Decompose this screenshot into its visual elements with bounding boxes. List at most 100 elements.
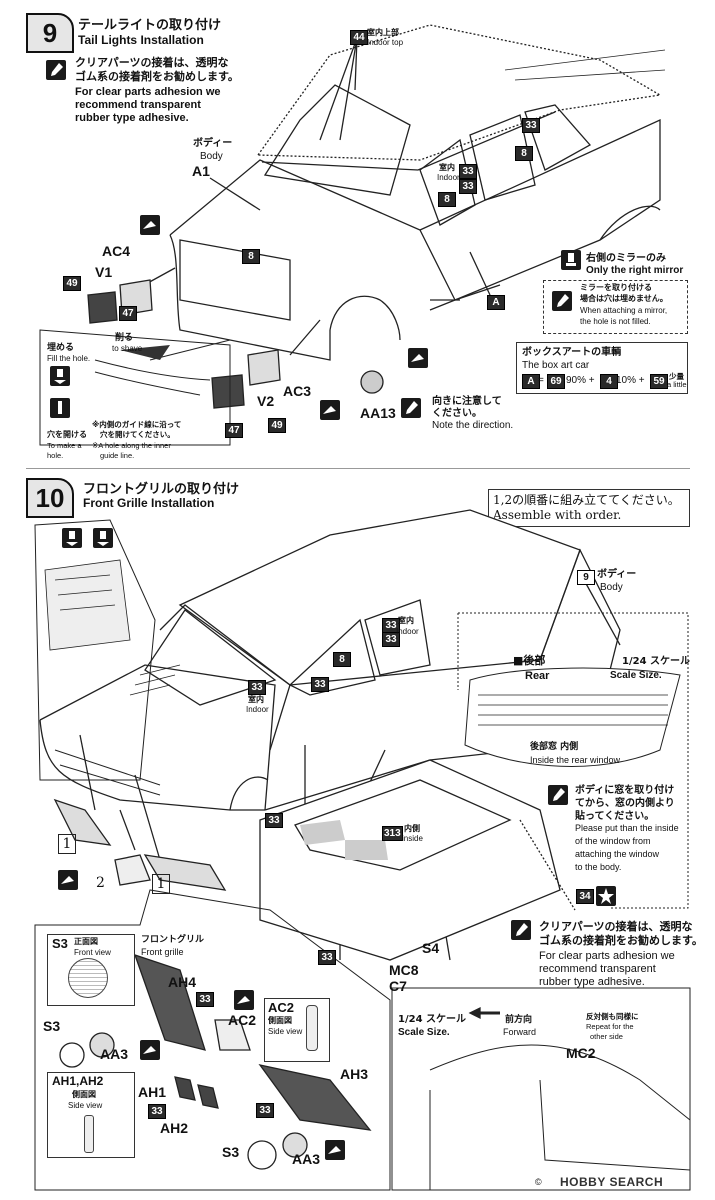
indoor-en-10a: Indoor xyxy=(396,627,419,636)
indoor-jp-10a: 室内 xyxy=(398,616,414,625)
part-49-tag-a: 49 xyxy=(63,276,81,291)
part-33-tag-a: 33 xyxy=(522,118,540,133)
glue-bottle-icon-10 xyxy=(58,870,78,890)
box-art-color-59: 59 xyxy=(650,374,668,389)
hole-en-2: hole. xyxy=(47,451,64,460)
ac2-view-jp: 側面図 xyxy=(268,1016,292,1025)
ah-side-view-box xyxy=(47,1072,135,1158)
fill-hole-en: Fill the hole. xyxy=(47,354,91,363)
mirror-note-jp-2: 場合は穴は埋めません。 xyxy=(580,294,668,303)
step-divider xyxy=(26,468,690,469)
mirror-note-box xyxy=(543,280,688,334)
repeat-en-1: Repeat for the xyxy=(586,1022,634,1031)
part-ah2-label: AH2 xyxy=(160,1120,189,1136)
drill-icon xyxy=(50,398,70,418)
star-icon xyxy=(596,886,616,906)
indoor-en-9: Indoor xyxy=(437,173,460,182)
ah-view-jp: 側面図 xyxy=(72,1090,96,1099)
shave-en: to shave xyxy=(112,344,143,353)
part-8-tag-a: 8 xyxy=(515,146,533,161)
scale2-jp: 1/24 スケール xyxy=(398,1014,467,1025)
part-ah1-label: AH1 xyxy=(138,1084,167,1100)
rear-window-en: Inside the rear window xyxy=(530,755,621,765)
right-mirror-jp: 右側のミラーのみ xyxy=(586,253,666,264)
order-note-box xyxy=(488,489,690,527)
window-note-en-3: attaching the window xyxy=(575,849,660,859)
part-8-10: 8 xyxy=(333,652,351,667)
box-art-little-jp: 少量 xyxy=(669,372,684,381)
shave-jp: 削る xyxy=(115,333,134,343)
order-1-box-a: 1 xyxy=(58,834,76,854)
forward-en: Forward xyxy=(503,1027,537,1037)
indoor-top-en: Indoor top xyxy=(367,38,404,47)
direction-en: Note the direction. xyxy=(432,420,514,431)
part-44-tag: 44 xyxy=(350,30,368,45)
drill-icon-10a xyxy=(62,528,82,548)
ah-view-en: Side view xyxy=(68,1101,103,1110)
window-note-jp-3: 貼ってください。 xyxy=(575,811,655,822)
right-mirror-en: Only the right mirror xyxy=(586,265,684,276)
rear-en: Rear xyxy=(525,670,550,682)
step-10-number: 10 xyxy=(26,478,74,518)
ah-side-shape xyxy=(84,1115,94,1153)
s3-label-a: S3 xyxy=(52,936,68,951)
repeat-en-2: other side xyxy=(590,1032,623,1041)
part-a-tag: A xyxy=(487,295,505,310)
adhesive-note-jp-1: クリアパーツの接着は、透明な xyxy=(75,56,229,69)
glue-icon-10 xyxy=(511,920,531,940)
ac2-view-label: AC2 xyxy=(268,1000,295,1015)
adhesive-note-en-3: rubber type adhesive. xyxy=(75,112,189,124)
adhesive-10-en-3: rubber type adhesive. xyxy=(539,976,645,988)
adhesive-10-en-1: For clear parts adhesion we xyxy=(539,950,675,962)
rear-jp: ■後部 xyxy=(513,654,546,667)
mirror-icon xyxy=(561,250,581,270)
part-v1-label: V1 xyxy=(95,264,113,280)
glue-bottle-icon-2 xyxy=(320,400,340,420)
mirror-note-jp-1: ミラーを取り付ける xyxy=(580,283,652,292)
s3-view-jp: 正面図 xyxy=(74,937,98,946)
part-33-10f: 33 xyxy=(318,950,336,965)
order-2-label: 2 xyxy=(96,875,105,891)
part-33-10h: 33 xyxy=(148,1104,166,1119)
scale-en: Scale Size. xyxy=(610,670,662,681)
scale2-en: Scale Size. xyxy=(398,1027,450,1038)
fill-icon xyxy=(50,366,70,386)
s3-view-en: Front view xyxy=(74,948,111,957)
window-note-en-2: of the window from xyxy=(575,836,651,846)
part-ac2-label: AC2 xyxy=(228,1012,257,1028)
part-s4-label: S4 xyxy=(422,940,440,956)
part-s3-label-c: S3 xyxy=(222,1144,240,1160)
part-47-tag-b: 47 xyxy=(225,423,243,438)
step-9-title-en: Tail Lights Installation xyxy=(78,33,204,47)
step-10-title-en: Front Grille Installation xyxy=(83,496,215,510)
body-label-en: Body xyxy=(200,151,223,162)
part-33-10i: 33 xyxy=(256,1103,274,1118)
body-jp-10: ボディー xyxy=(597,569,637,580)
adhesive-note-en-2: recommend transparent xyxy=(75,99,201,111)
box-art-little-en: a little xyxy=(667,380,687,389)
copyright-mark: © xyxy=(535,1177,542,1187)
order-note-en: Assemble with order. xyxy=(493,508,622,522)
order-1-box-b: 1 xyxy=(152,874,170,894)
part-mc8-label: MC8 xyxy=(389,962,419,978)
part-33-10c: 33 xyxy=(248,680,266,695)
part-47-tag-a: 47 xyxy=(119,306,137,321)
step-9-car-illustration xyxy=(39,24,666,446)
inside-en: inside xyxy=(402,834,423,843)
part-34-tag: 34 xyxy=(576,889,594,904)
glue-bottle-icon-13 xyxy=(325,1140,345,1160)
mirror-note-en-2: the hole is not filled. xyxy=(580,317,651,326)
headlamp-front-icon xyxy=(68,958,108,998)
hole-en-1: To make a xyxy=(47,441,82,450)
guide-jp-2: 穴を開けてください。 xyxy=(100,430,175,439)
direction-jp-2: ください。 xyxy=(432,408,482,419)
part-33-10e: 33 xyxy=(265,813,283,828)
s3-front-view-box xyxy=(47,934,135,1006)
hole-jp: 穴を開ける xyxy=(47,430,87,439)
glue-bottle-icon-3 xyxy=(408,348,428,368)
scale-jp: 1/24 スケール xyxy=(622,656,691,667)
adhesive-note-jp-2: ゴム系の接着剤をお勧めします。 xyxy=(75,70,239,83)
part-8-tag-c: 8 xyxy=(242,249,260,264)
part-ah3-label: AH3 xyxy=(340,1066,369,1082)
part-33-10b: 33 xyxy=(382,632,400,647)
